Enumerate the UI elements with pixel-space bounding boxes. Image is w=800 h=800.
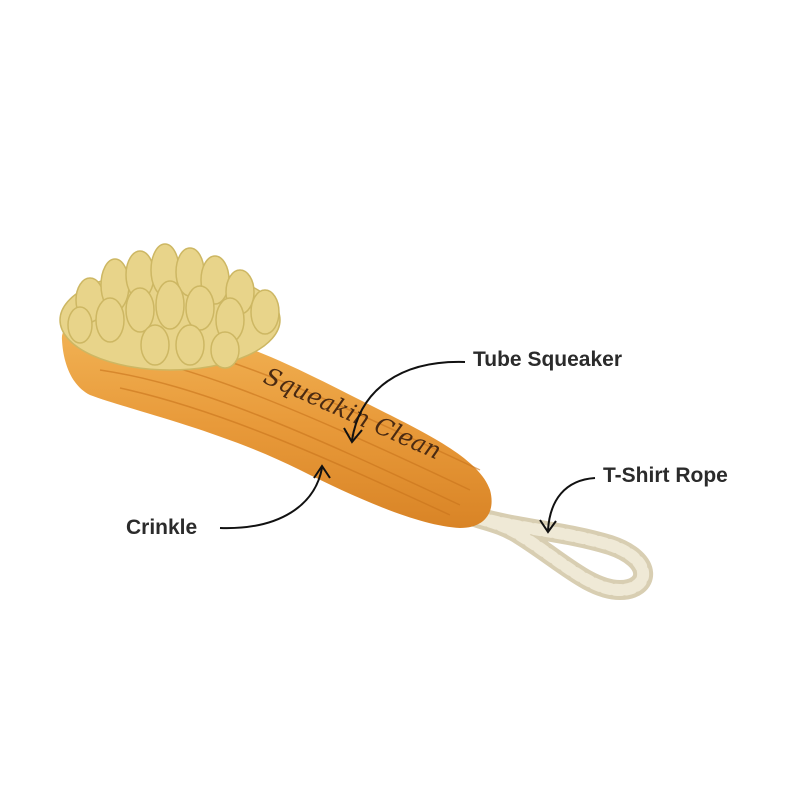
wooden-handle <box>61 320 492 528</box>
callout-tube-squeaker: Tube Squeaker <box>473 348 622 371</box>
callout-t-shirt-rope: T-Shirt Rope <box>603 464 728 487</box>
callout-arrows <box>219 360 596 534</box>
callout-crinkle: Crinkle <box>126 516 198 539</box>
chenille-bristles <box>59 243 281 371</box>
rope-loop <box>460 505 654 601</box>
